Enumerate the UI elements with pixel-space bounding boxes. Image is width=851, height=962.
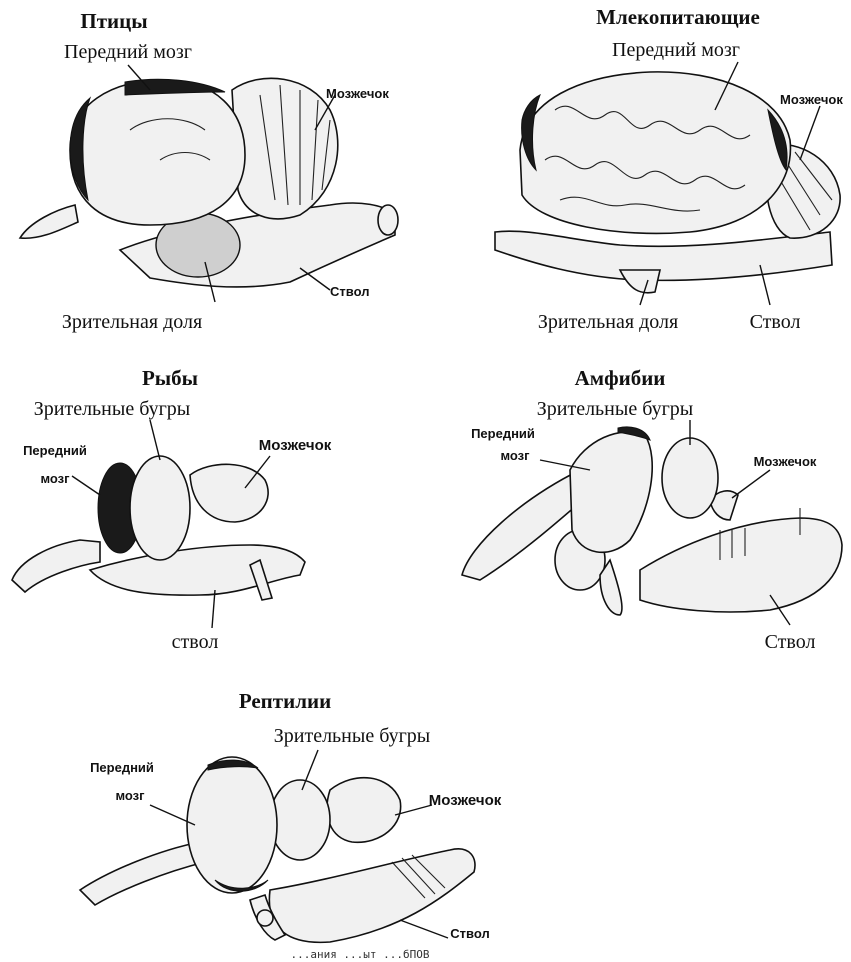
birds-forebrain-shape — [70, 80, 245, 225]
fish-forebrain-label-line2: мозг — [40, 471, 70, 486]
amphibians-panel: Амфибии Зрительные бугры Передний мозг М… — [462, 366, 842, 653]
mammals-panel: Млекопитающие Передний мозг Мозжечок Зри… — [495, 5, 843, 333]
amphibians-forebrain-label-line1: Передний — [471, 426, 535, 441]
birds-panel: Птицы Передний мозг Мозжечок Ствол Зрите… — [20, 9, 398, 333]
fish-optic-tubercle-shape — [130, 456, 190, 560]
fish-panel: Рыбы Зрительные бугры Передний мозг Мозж… — [12, 366, 332, 653]
birds-title: Птицы — [80, 9, 147, 33]
fish-forebrain-leader — [72, 476, 100, 495]
mammals-optic-lobe-shape — [620, 270, 660, 293]
birds-cerebellum-label: Мозжечок — [326, 86, 389, 101]
mammals-title: Млекопитающие — [596, 5, 760, 29]
reptiles-forebrain-label-line2: мозг — [115, 788, 145, 803]
fish-olfactory-tract — [12, 540, 100, 592]
mammals-brainstem-shape — [495, 231, 832, 280]
amphibians-forebrain-label-line2: мозг — [500, 448, 530, 463]
birds-spinal-cut — [378, 205, 398, 235]
birds-brainstem-label: Ствол — [330, 284, 369, 299]
reptiles-brainstem-shape — [269, 849, 475, 942]
mammals-optic-lobe-label: Зрительная доля — [538, 311, 678, 333]
amphibians-brainstem-shape — [640, 518, 842, 612]
reptiles-cerebellum-shape — [327, 778, 401, 843]
reptiles-panel: Рептилии Зрительные бугры Передний мозг … — [80, 689, 502, 942]
amphibians-brainstem-label: Ствол — [765, 631, 816, 653]
birds-forebrain-label: Передний мозг — [64, 41, 192, 63]
mammals-forebrain-label: Передний мозг — [612, 39, 740, 61]
amphibians-cerebellum-label: Мозжечок — [754, 454, 817, 469]
reptiles-title: Рептилии — [239, 689, 331, 713]
footer-caption: ...ания ...ыт ...бПОВ — [290, 948, 429, 961]
reptiles-forebrain-label-line1: Передний — [90, 760, 154, 775]
fish-optic-leader — [150, 420, 160, 460]
amphibians-title: Амфибии — [575, 366, 666, 390]
birds-optic-lobe-label: Зрительная доля — [62, 311, 202, 333]
reptiles-brainstem-leader — [400, 920, 448, 938]
reptiles-optic-tubercle-shape — [270, 780, 330, 860]
amphibians-forebrain-shape — [570, 432, 652, 552]
fish-title: Рыбы — [142, 366, 198, 390]
birds-olfactory-bulb — [20, 205, 78, 238]
amphibians-optic-tubercles-label: Зрительные бугры — [537, 398, 694, 420]
mammals-cerebellum-label: Мозжечок — [780, 92, 843, 107]
amphibians-cerebellum-leader — [732, 470, 770, 498]
amphibians-optic-tubercle-shape — [662, 438, 718, 518]
mammals-cerebrum-shape — [520, 72, 790, 234]
reptiles-olfactory-tract — [80, 842, 205, 905]
fish-cerebellum-label: Мозжечок — [259, 437, 332, 454]
reptiles-brainstem-label: Ствол — [450, 926, 489, 941]
reptiles-forebrain-shape — [187, 757, 277, 893]
reptiles-cerebellum-label: Мозжечок — [429, 792, 502, 809]
fish-forebrain-label-line1: Передний — [23, 443, 87, 458]
birds-cerebellum-shape — [232, 78, 338, 219]
fish-brainstem-label: ствол — [172, 631, 219, 653]
fish-brainstem-leader — [212, 590, 215, 628]
reptiles-optic-tubercles-label: Зрительные бугры — [274, 725, 431, 747]
mammals-brainstem-label: Ствол — [750, 311, 801, 333]
reptiles-pituitary — [257, 910, 273, 926]
fish-optic-tubercles-label: Зрительные бугры — [34, 398, 191, 420]
